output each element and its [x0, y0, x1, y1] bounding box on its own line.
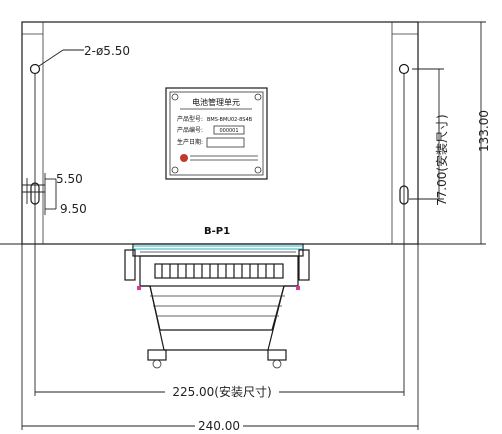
total-height-label: 133.00 [477, 110, 491, 152]
nameplate-serial-label: 产品编号: [177, 126, 203, 134]
hole-callout: 2-ø5.50 [38, 44, 130, 67]
connector-label: B-P1 [204, 226, 230, 237]
nameplate-logo-icon [180, 154, 188, 162]
vertical-dimensions: 77.00(安装尺寸) 133.00 [409, 21, 491, 245]
hole-callout-text: 2-ø5.50 [84, 44, 130, 58]
connector-assembly [124, 243, 310, 369]
mounting-hole-top-left [29, 63, 41, 75]
install-height-label: 77.00(安装尺寸) [434, 114, 449, 206]
slot-width-label: 5.50 [56, 172, 83, 186]
nameplate: 电池管理单元 产品型号: BMS-BMU02-8S4B 产品编号: 000001… [165, 87, 268, 180]
horizontal-dimensions: 225.00(安装尺寸) 240.00 [21, 74, 419, 433]
slot-dimensions: 5.50 9.50 [22, 172, 87, 216]
install-width-label: 225.00(安装尺寸) [172, 384, 271, 399]
nameplate-date-label: 生产日期: [177, 138, 203, 146]
total-width-label: 240.00 [198, 419, 240, 433]
nameplate-title: 电池管理单元 [192, 97, 240, 107]
nameplate-model-value: BMS-BMU02-8S4B [207, 117, 253, 123]
terminal-block [154, 263, 284, 279]
nameplate-model-label: 产品型号: [177, 115, 203, 123]
mounting-hole-top-right [398, 63, 410, 75]
nameplate-serial-value: 000001 [219, 128, 238, 134]
slot-length-label: 9.50 [60, 202, 87, 216]
